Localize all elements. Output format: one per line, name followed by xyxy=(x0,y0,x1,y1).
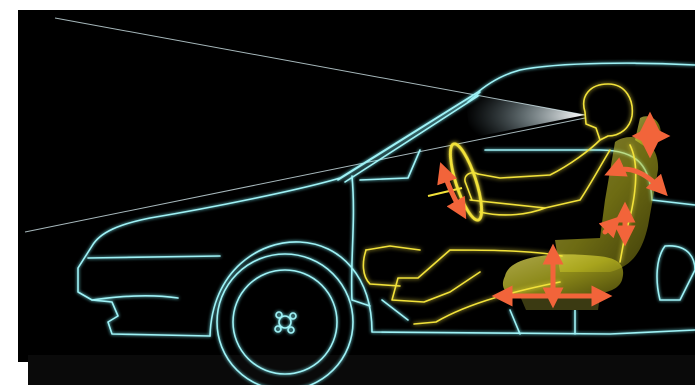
bottom-band xyxy=(28,355,695,385)
